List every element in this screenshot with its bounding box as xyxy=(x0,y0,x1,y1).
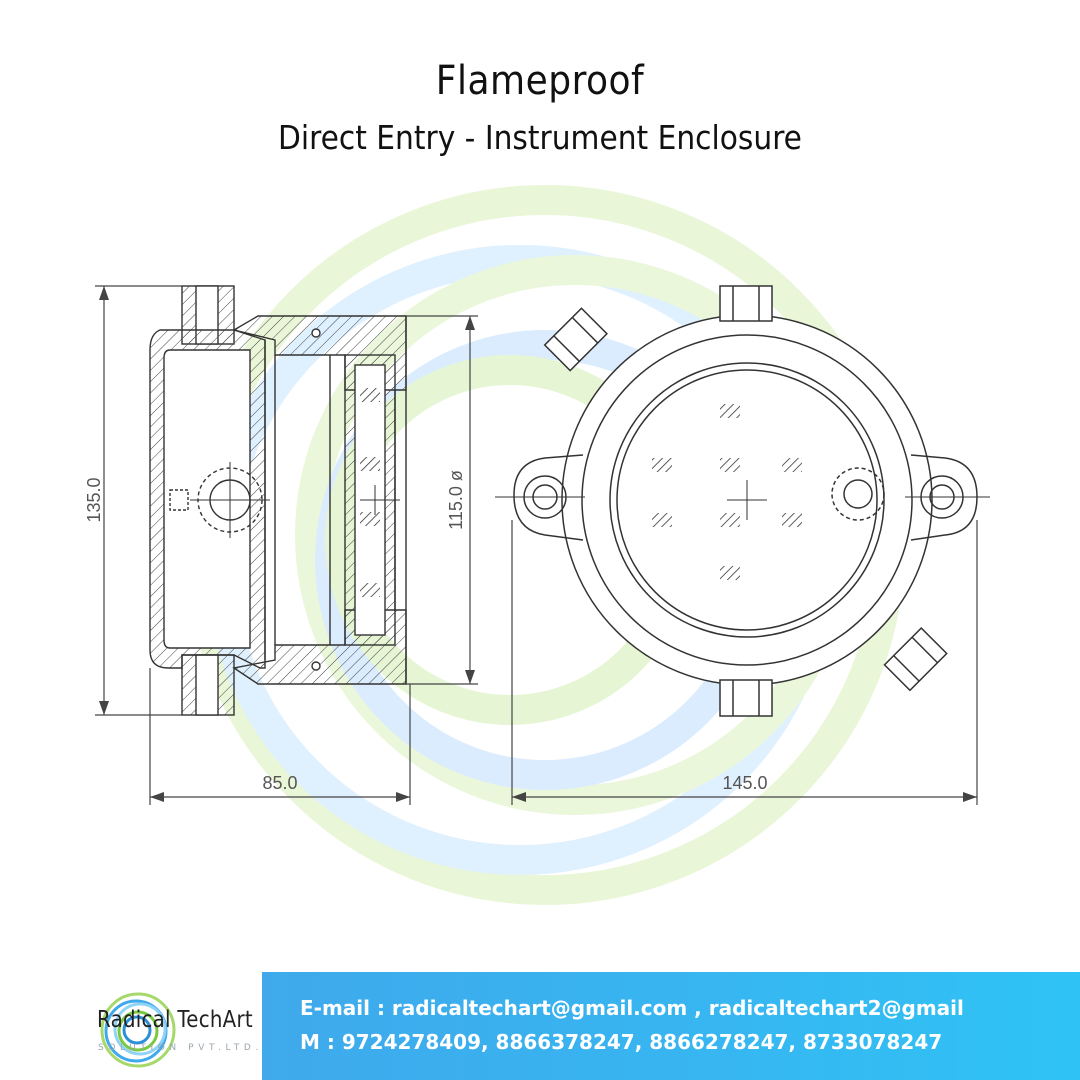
brand-logo-icon xyxy=(100,992,176,1068)
side-section-view xyxy=(149,285,407,716)
dimension-width-label: 145.0 xyxy=(722,773,767,793)
brand-tagline: SOLUTION PVT.LTD. xyxy=(98,1043,263,1053)
dimension-height-label: 135.0 xyxy=(84,477,104,522)
dimension-diameter-label: 115.0 ø xyxy=(446,470,466,530)
front-view xyxy=(495,285,990,717)
page-title: Flameproof xyxy=(435,58,645,104)
dimension-depth-label: 85.0 xyxy=(262,773,297,793)
contact-banner: E-mail : radicaltechart@gmail.com , radi… xyxy=(262,972,1080,1080)
page-subtitle: Direct Entry - Instrument Enclosure xyxy=(278,118,802,157)
side-dimension-lines xyxy=(95,285,478,805)
contact-mobile: M : 9724278409, 8866378247, 8866278247, … xyxy=(300,1030,943,1054)
brand-name: Radical TechArt xyxy=(97,1007,253,1033)
contact-email: E-mail : radicaltechart@gmail.com , radi… xyxy=(300,996,964,1020)
front-dimension-lines xyxy=(511,520,978,805)
